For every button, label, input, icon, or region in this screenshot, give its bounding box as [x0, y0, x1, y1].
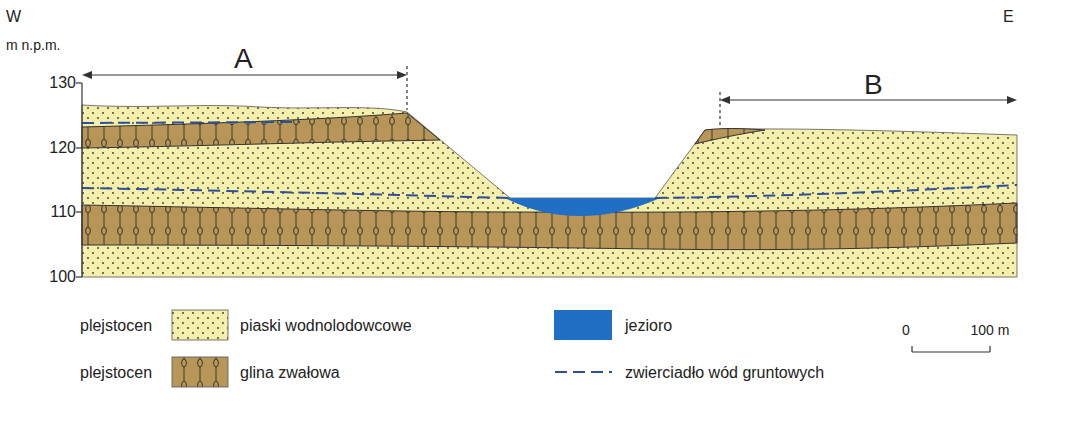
- span-label: A: [234, 44, 253, 75]
- axis-ticks: [76, 83, 82, 277]
- span-label: B: [864, 70, 883, 101]
- water-table-legend-sample: [555, 371, 612, 373]
- legend-swatch: [554, 310, 612, 340]
- legend-text: piaski wodnolodowcowe: [240, 317, 412, 335]
- elevation-value: 110: [50, 203, 76, 221]
- elevation-value: 100: [49, 268, 76, 286]
- period-label: plejstocen: [80, 317, 152, 335]
- water-table-lower: [82, 188, 510, 198]
- scale-value: 100 m: [971, 323, 1010, 338]
- legend-text: glina zwałowa: [240, 364, 340, 382]
- axis-unit: m n.p.m.: [6, 38, 60, 53]
- direction-label: W: [6, 8, 21, 26]
- legend-text: zwierciadło wód gruntowych: [625, 364, 824, 382]
- till-cap: [695, 129, 765, 145]
- legend-text: jezioro: [625, 317, 672, 335]
- sand-legend-sample: [172, 310, 228, 340]
- water-table-upper: [82, 122, 300, 123]
- scale-bar: [912, 346, 990, 352]
- upper-till-layer: [82, 113, 440, 148]
- period-label: plejstocen: [80, 364, 152, 382]
- sand-body: [82, 105, 1017, 277]
- elevation-value: 130: [49, 74, 76, 92]
- till-legend-sample: [172, 357, 228, 387]
- direction-label: E: [1003, 8, 1014, 26]
- elevation-value: 120: [49, 139, 76, 157]
- scale-value: 0: [902, 323, 910, 338]
- water-table-lower-east: [655, 185, 1017, 198]
- lake: [505, 198, 660, 216]
- elevation-axis: [81, 83, 82, 277]
